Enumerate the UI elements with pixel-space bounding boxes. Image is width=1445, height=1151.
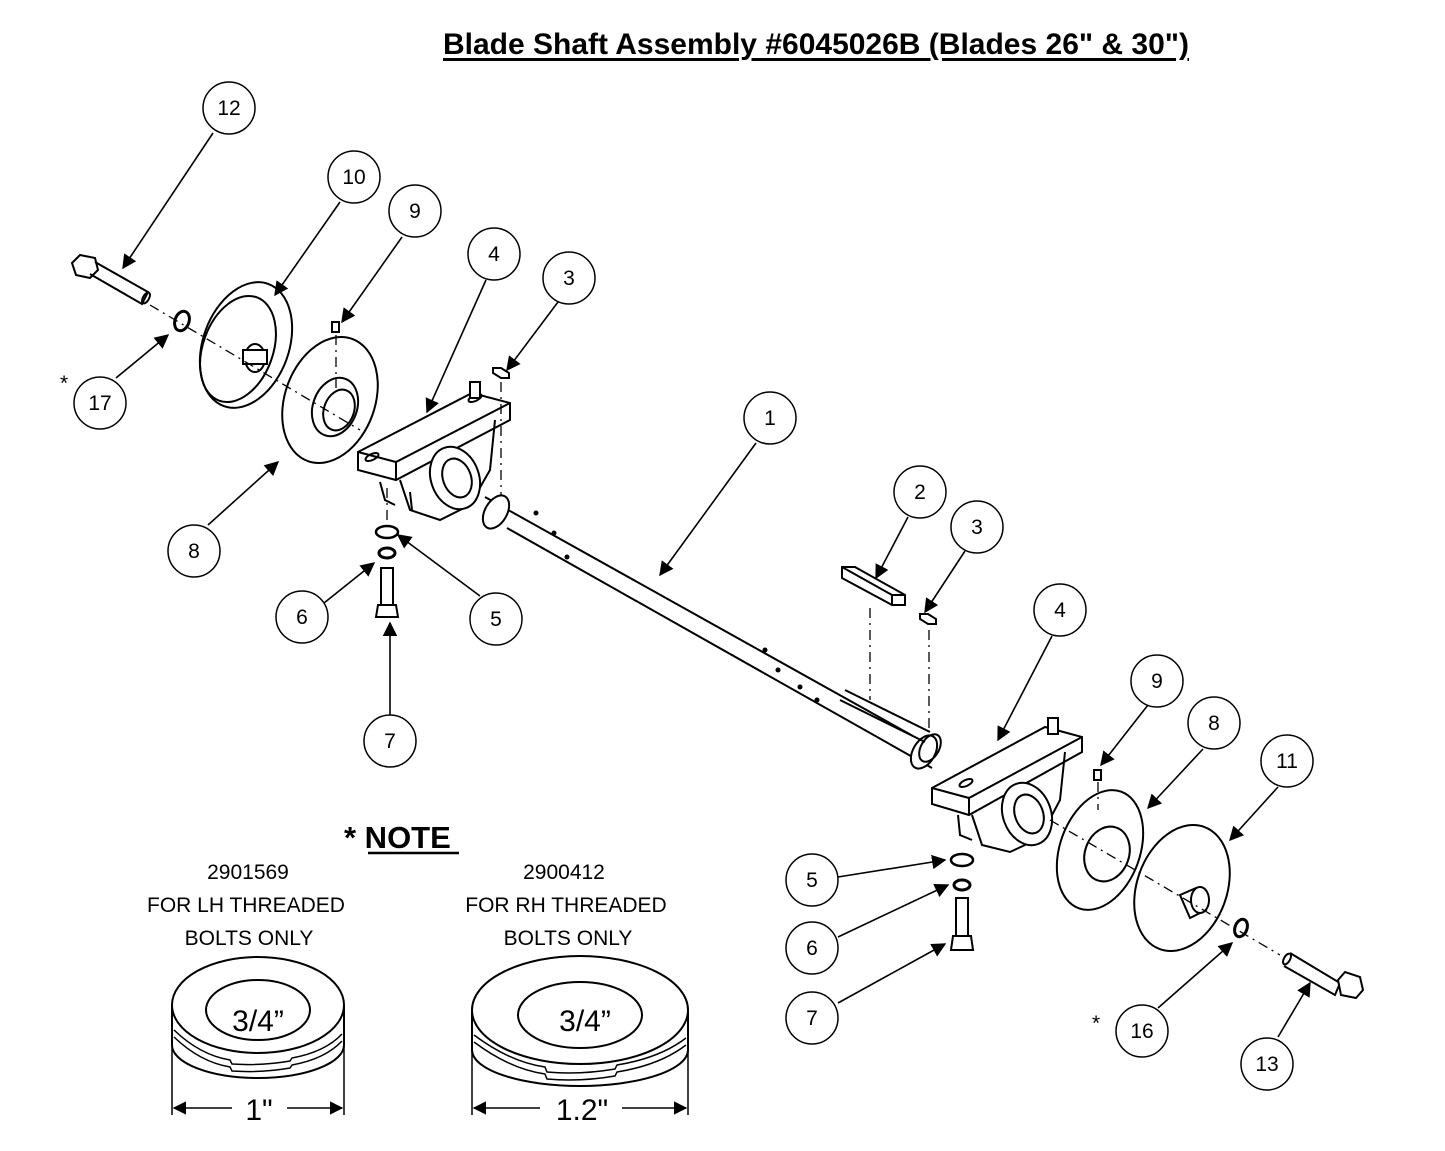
callout-number: 8: [188, 540, 200, 563]
callout-circle: [1260, 734, 1314, 788]
page-title: Blade Shaft Assembly #6045026B (Blades 2…: [443, 28, 1190, 61]
callout-number: 4: [488, 243, 500, 266]
callout-circle: [275, 590, 329, 644]
callout-number: 6: [296, 606, 308, 629]
lh-desc-line2: BOLTS ONLY: [185, 927, 314, 950]
keys: [492, 367, 937, 732]
callout-number: 3: [971, 516, 983, 539]
lh-outer-dimension: 1": [245, 1094, 272, 1127]
callout-number: 13: [1255, 1053, 1278, 1076]
callout-number: 5: [490, 608, 502, 631]
callout-circle: [363, 714, 417, 768]
lh-washer-illustration: [171, 956, 345, 1115]
rh-part-number: 2900412: [523, 861, 605, 884]
rh-washer-illustration: [471, 955, 689, 1115]
callout-circle: [893, 465, 947, 519]
callout-circle: [327, 150, 381, 204]
callout-circle: [785, 991, 839, 1045]
callout-number: 7: [806, 1007, 818, 1030]
callout-number: 7: [384, 730, 396, 753]
callout-circle: [73, 376, 127, 430]
rh-inner-dimension: 3/4”: [559, 1005, 611, 1038]
callout-circle: [785, 853, 839, 907]
asterisk-left: *: [60, 372, 68, 395]
callout-number: 2: [914, 481, 926, 504]
callout-number: 1: [764, 407, 776, 430]
callout-number: 10: [342, 166, 365, 189]
callout-circle: [785, 921, 839, 975]
lh-part-number: 2901569: [207, 861, 289, 884]
note-heading: * NOTE: [344, 820, 451, 855]
callout-circle: [388, 184, 442, 238]
lh-desc-line1: FOR LH THREADED: [147, 894, 345, 917]
callout-number: 12: [217, 97, 240, 120]
left-hub-assembly: [70, 253, 379, 464]
callout-number: 5: [806, 869, 818, 892]
callout-circle: [1130, 654, 1184, 708]
callout-circle: [1240, 1037, 1294, 1091]
callout-number: 9: [1151, 670, 1163, 693]
callout-circle: [467, 227, 521, 281]
callout-circle: [1033, 583, 1087, 637]
rh-outer-dimension: 1.2": [556, 1094, 608, 1127]
right-bearing-housing: [931, 717, 1083, 854]
callout-circle: [743, 391, 797, 445]
callout-number: 3: [563, 267, 575, 290]
callout-circle: [1187, 696, 1241, 750]
callout-number: 16: [1130, 1020, 1153, 1043]
leader-lines: [115, 132, 1311, 1038]
callout-circle: [542, 251, 596, 305]
callout-number: 9: [409, 200, 421, 223]
callout-circle: [167, 524, 221, 578]
rh-desc-line1: FOR RH THREADED: [465, 894, 666, 917]
callout-balloons: 12 10 9 4 3 17 1 8 2 3 6 5 4 7 9 8 11 5 6 7 16 13: [73, 81, 1314, 1091]
callout-circle: [202, 81, 256, 135]
asterisk-right: *: [1092, 1012, 1100, 1035]
callout-number: 11: [1276, 750, 1298, 773]
lh-inner-dimension: 3/4”: [232, 1005, 284, 1038]
callout-circle: [469, 592, 523, 646]
callout-number: 4: [1054, 599, 1066, 622]
right-mount-hardware: [949, 852, 975, 951]
blade-shaft: [481, 494, 942, 770]
rh-desc-line2: BOLTS ONLY: [504, 927, 633, 950]
callout-number: 8: [1208, 712, 1220, 735]
note-section: * NOTE 2901569 FOR LH THREADED BOLTS ONL…: [147, 820, 689, 1127]
callout-number: 6: [806, 937, 818, 960]
right-hub-assembly: [1049, 769, 1365, 1000]
left-mount-hardware: [374, 488, 400, 618]
callout-circle: [950, 500, 1004, 554]
callout-circle: [1115, 1004, 1169, 1058]
left-bearing-housing: [357, 381, 511, 522]
callout-number: 17: [88, 392, 111, 415]
